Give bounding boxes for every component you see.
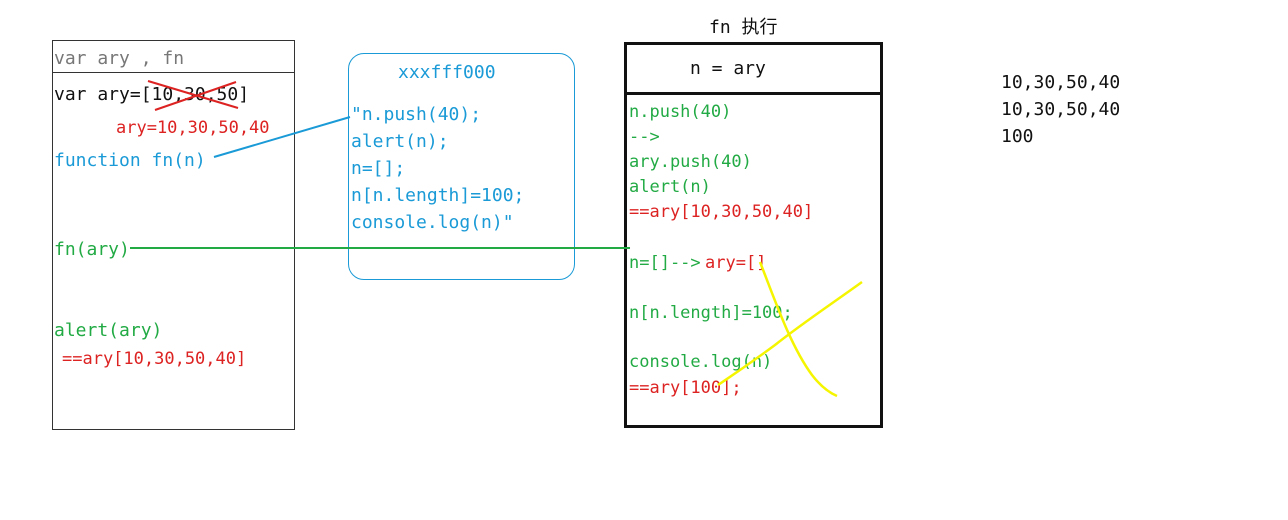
- global-scope-divider: [52, 72, 295, 73]
- yellow-strike-1: [758, 261, 838, 398]
- output-line-1: 10,30,50,40: [1001, 72, 1121, 93]
- output-line-3: 100: [1001, 126, 1034, 147]
- function-pointer-line: [213, 116, 351, 158]
- red-strike-2: [154, 81, 237, 111]
- exec-line-console: console.log(n): [629, 352, 773, 372]
- output-line-2: 10,30,50,40: [1001, 99, 1121, 120]
- exec-line-ary-push: ary.push(40): [629, 152, 752, 172]
- scope-ary-annotation: ary=10,30,50,40: [116, 118, 270, 138]
- exec-line-console-result: ==ary[100];: [629, 378, 742, 398]
- scope-alert-ary: alert(ary): [54, 320, 163, 341]
- scope-call-fn: fn(ary): [54, 239, 130, 260]
- heap-code-line-3: n=[];: [351, 158, 406, 179]
- fn-execution-divider: [624, 92, 883, 95]
- scope-header: var ary , fn: [54, 48, 185, 69]
- exec-line-reassign-ary: ary=[]: [705, 253, 767, 273]
- execution-header: n = ary: [690, 58, 766, 79]
- yellow-strike-2: [717, 280, 863, 387]
- exec-line-alert-result: ==ary[10,30,50,40]: [629, 202, 814, 222]
- fn-execution-box: [624, 42, 883, 428]
- execution-title: fn 执行: [709, 17, 778, 38]
- exec-line-length: n[n.length]=100;: [629, 303, 793, 323]
- exec-line-push: n.push(40): [629, 102, 732, 122]
- heap-code-line-1: "n.push(40);: [351, 104, 482, 125]
- heap-code-line-2: alert(n);: [351, 131, 449, 152]
- exec-line-arrow: -->: [629, 127, 660, 147]
- scope-alert-result: ==ary[10,30,50,40]: [62, 349, 247, 369]
- exec-line-alert: alert(n): [629, 177, 711, 197]
- global-scope-box: [52, 40, 295, 430]
- scope-function-fn: function fn(n): [54, 150, 206, 171]
- heap-memory-box: [348, 53, 575, 280]
- heap-code-line-5: console.log(n)": [351, 212, 514, 233]
- exec-line-reassign: n=[]-->: [629, 253, 701, 273]
- red-strike-1: [147, 80, 239, 109]
- heap-code-line-4: n[n.length]=100;: [351, 185, 525, 206]
- heap-address: xxxfff000: [398, 62, 496, 83]
